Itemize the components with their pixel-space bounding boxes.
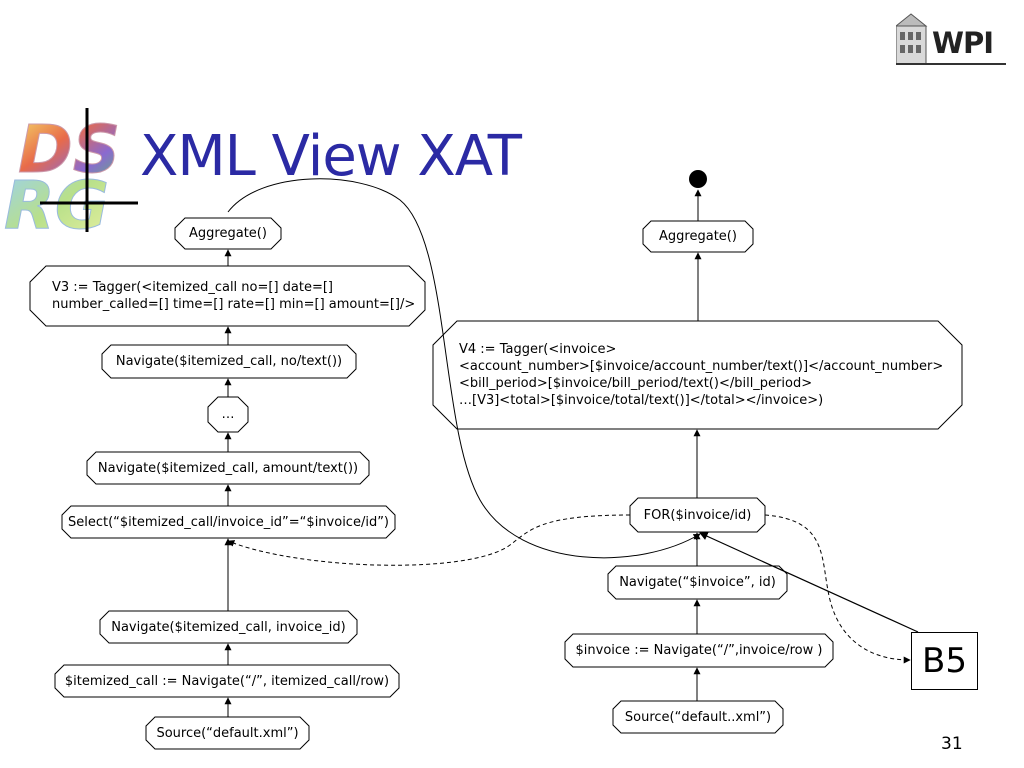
slide-title: XML View XAT xyxy=(140,124,522,189)
left-itemized-call-shape xyxy=(54,664,400,698)
page-number: 31 xyxy=(941,734,963,754)
wpi-logo-icon xyxy=(896,13,1006,65)
b5-callout: B5 xyxy=(911,632,978,690)
b5-to-for-line xyxy=(699,532,919,633)
right-tagger-line2: <account_number>[$invoice/account_number… xyxy=(459,359,944,374)
for-to-b5-dashed xyxy=(764,514,911,664)
left-select-node: Select(“$itemized_call/invoice_id”=“$inv… xyxy=(67,514,389,530)
dsrg-logo-icon: DS RG xyxy=(4,108,138,240)
left-tagger-node: V3 := Tagger(<itemized_call no=[] date=[… xyxy=(30,266,425,326)
aggregate-to-for-curve xyxy=(227,178,701,559)
right-for-node: FOR($invoice/id) xyxy=(643,507,752,523)
right-navigate-id-node: Navigate(“$invoice”, id) xyxy=(619,575,776,590)
left-navigate-amount-node: Navigate($itemized_call, amount/text()) xyxy=(97,460,359,476)
left-navigate-amount-shape xyxy=(86,451,370,485)
left-select-shape xyxy=(61,505,396,539)
left-navigate-invoice-id-shape xyxy=(99,610,358,644)
right-tagger-line1: V4 := Tagger(<invoice> xyxy=(459,342,617,357)
left-navigate-no-shape xyxy=(101,344,357,379)
wpi-logo-text: WPI xyxy=(932,26,994,60)
right-navigate-id-shape xyxy=(607,565,788,600)
left-aggregate-node: Aggregate() xyxy=(189,226,267,241)
left-source-shape xyxy=(145,716,310,750)
left-aggregate-shape xyxy=(174,217,282,250)
left-source-node: Source(“default.xml”) xyxy=(156,725,299,741)
right-for-shape xyxy=(629,497,766,533)
svg-text:DS: DS xyxy=(18,111,120,188)
left-tagger-line1: V3 := Tagger(<itemized_call no=[] date=[… xyxy=(52,280,334,295)
output-dot-icon xyxy=(689,170,707,188)
right-invoice-nav-node: $invoice := Navigate(“/”,invoice/row ) xyxy=(575,643,823,658)
right-tagger-shape xyxy=(432,320,963,430)
left-itemized-call-node: $itemized_call := Navigate(“/”, itemized… xyxy=(64,673,390,689)
right-aggregate-node: Aggregate() xyxy=(659,229,737,244)
right-tagger-line4: …[V3]<total>[$invoice/total/text()]</tot… xyxy=(459,393,824,408)
left-ellipsis-shape xyxy=(207,396,249,433)
left-ellipsis-node: … xyxy=(221,407,235,422)
right-tagger-node: V4 := Tagger(<invoice> <account_number>[… xyxy=(433,321,962,429)
left-navigate-invoice-id-node: Navigate($itemized_call, invoice_id) xyxy=(111,619,346,635)
right-tagger-line3: <bill_period>[$invoice/bill_period/text(… xyxy=(459,376,813,391)
left-navigate-no-node: Navigate($itemized_call, no/text()) xyxy=(115,354,343,369)
right-aggregate-shape xyxy=(642,220,754,253)
right-invoice-nav-shape xyxy=(564,633,834,668)
right-source-shape xyxy=(612,700,784,734)
right-source-node: Source(“default..xml”) xyxy=(624,709,772,725)
left-tagger-shape xyxy=(29,265,426,327)
left-tagger-line2: number_called=[] time=[] rate=[] min=[] … xyxy=(52,297,416,312)
